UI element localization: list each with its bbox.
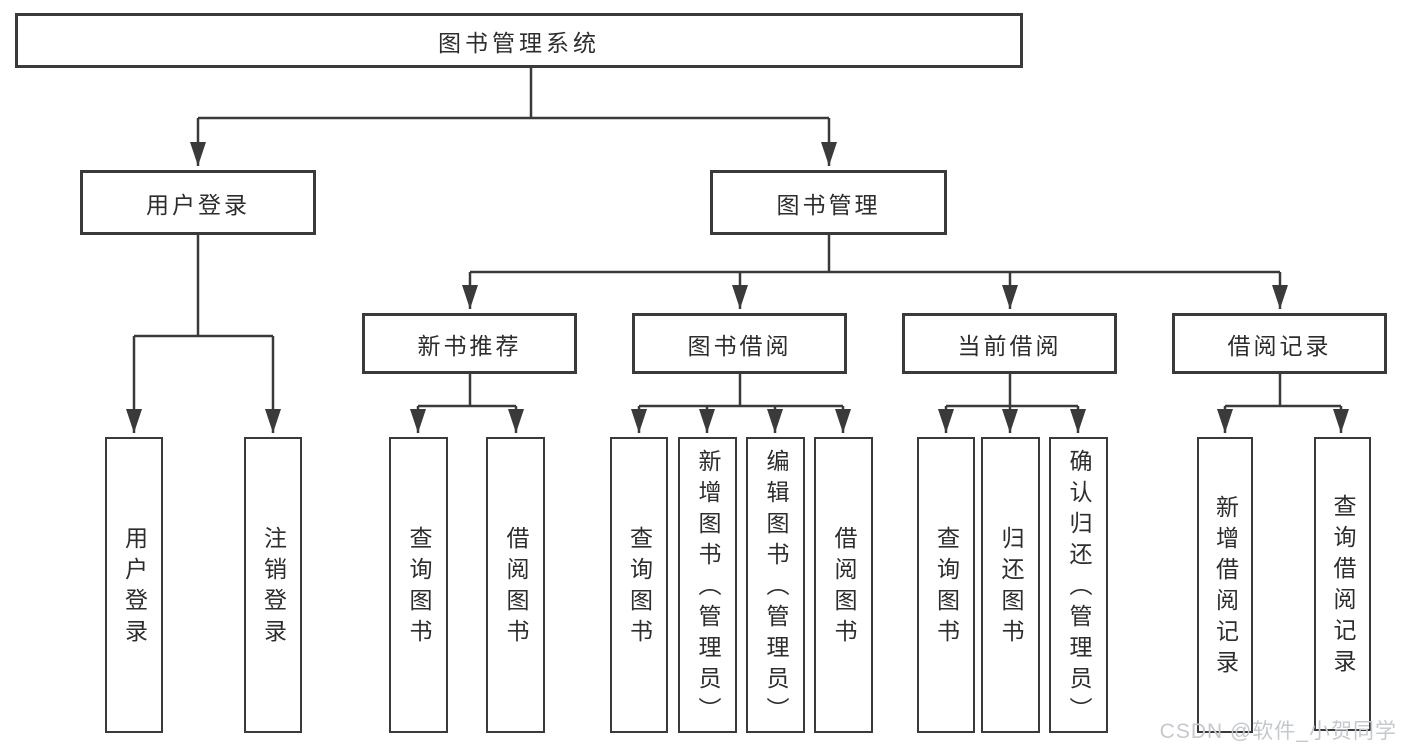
leaf-current-confirm-admin: 确认归还（管理员）	[1049, 437, 1108, 733]
leaf-record-add: 新增借阅记录	[1197, 437, 1253, 733]
leaf-current-return: 归还图书	[981, 437, 1040, 733]
leaf-record-query: 查询借阅记录	[1314, 437, 1371, 731]
leaf-current-query: 查询图书	[917, 437, 975, 733]
node-user-login: 用户登录	[80, 170, 316, 235]
csdn-watermark: CSDN @软件_小贺同学	[1159, 720, 1397, 743]
leaf-user-login: 用户登录	[105, 437, 163, 733]
leaf-borrow-add-admin: 新增图书（管理员）	[678, 437, 737, 733]
node-library-system: 图书管理系统	[15, 13, 1023, 68]
node-borrow-records: 借阅记录	[1172, 313, 1387, 374]
node-new-book-recommend: 新书推荐	[362, 313, 577, 374]
leaf-newbook-borrow: 借阅图书	[486, 437, 545, 733]
node-current-borrow: 当前借阅	[902, 313, 1117, 374]
leaf-newbook-query: 查询图书	[389, 437, 448, 733]
leaf-borrow-query: 查询图书	[610, 437, 668, 733]
leaf-borrow-edit-admin: 编辑图书（管理员）	[746, 437, 805, 733]
node-book-management: 图书管理	[710, 170, 947, 235]
leaf-borrow-borrow: 借阅图书	[814, 437, 873, 733]
leaf-logout: 注销登录	[244, 437, 302, 733]
node-book-borrow: 图书借阅	[632, 313, 847, 374]
